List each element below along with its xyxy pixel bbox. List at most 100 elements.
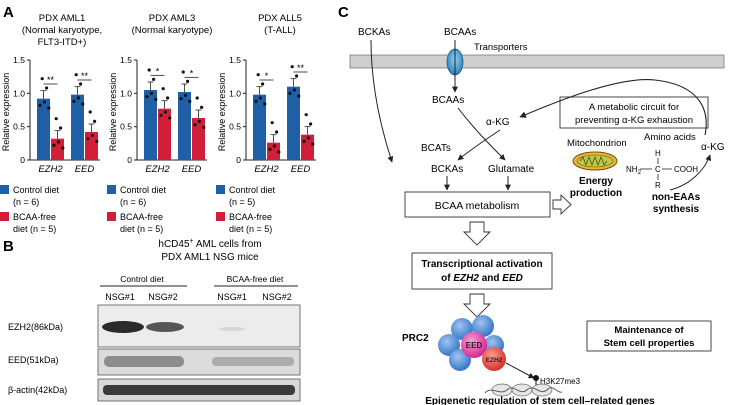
- legend-swatch-control: [107, 185, 116, 194]
- data-point: [59, 126, 63, 130]
- data-point: [272, 144, 276, 148]
- y-tick-label: 0.5: [120, 122, 132, 132]
- label-bcaas: BCAAs: [432, 95, 464, 106]
- bar: [178, 92, 191, 160]
- data-point: [152, 77, 156, 81]
- panel-a-letter: A: [3, 4, 14, 21]
- label-ezh2: EZH2: [486, 357, 503, 364]
- panel-c: C BCKAs BCAAs Transporters BCAAs α-KG BC…: [338, 4, 725, 405]
- data-point: [38, 103, 42, 107]
- label-transcription-genes: of EZH2 and EED: [441, 273, 523, 284]
- arrow-to-akg: [669, 154, 712, 191]
- data-point: [52, 143, 56, 147]
- chart-title: (Normal karyotype,: [22, 25, 102, 36]
- legend-swatch-bcaa: [0, 212, 9, 221]
- data-point: [292, 88, 296, 92]
- label-energy: Energy: [579, 176, 613, 187]
- legend-label: diet (n = 5): [120, 224, 163, 234]
- significance-label: *: [156, 66, 160, 76]
- blot-group-control: Control diet: [120, 274, 164, 284]
- data-point: [72, 99, 76, 103]
- data-point: [40, 77, 44, 81]
- arrow-methylation: [505, 362, 535, 379]
- amino-acid-structure: H NH2 C COOH R: [626, 149, 698, 190]
- data-point: [79, 82, 83, 86]
- blot-group-bcaa: BCAA-free diet: [227, 274, 284, 284]
- data-point: [297, 94, 301, 98]
- data-point: [88, 110, 92, 114]
- blot-band: [103, 385, 295, 395]
- data-point: [159, 113, 163, 117]
- x-tick-label: EED: [291, 164, 311, 175]
- legend-swatch-control: [216, 185, 225, 194]
- bar: [192, 118, 205, 160]
- data-point: [258, 96, 262, 100]
- x-tick-label: EZH2: [254, 164, 279, 175]
- bar: [158, 108, 171, 160]
- data-point: [290, 65, 294, 69]
- legend-swatch-bcaa: [216, 212, 225, 221]
- label-h3k27me3: H3K27me3: [540, 377, 581, 386]
- label-bckas: BCKAs: [431, 164, 463, 175]
- data-point: [154, 97, 158, 101]
- data-point: [149, 91, 153, 95]
- chart-title: (T-ALL): [264, 25, 296, 36]
- data-point: [183, 93, 187, 97]
- y-tick-label: 0.5: [229, 122, 241, 132]
- data-point: [311, 142, 315, 146]
- bar: [71, 94, 84, 160]
- svg-text:C: C: [655, 165, 661, 174]
- y-tick-label: 1.5: [120, 55, 132, 65]
- data-point: [277, 150, 281, 154]
- hollow-arrow-down: [462, 293, 492, 318]
- legend-label: Control diet: [13, 185, 60, 195]
- hollow-arrow-right: [552, 193, 572, 216]
- chart-title: (Normal karyotype): [132, 25, 213, 36]
- y-axis-label: Relative expression: [108, 73, 118, 152]
- legend-label: (n = 5): [229, 197, 255, 207]
- blot-title-line1: hCD45+ AML cells from: [158, 238, 261, 250]
- blot-band: [146, 322, 184, 332]
- lane-label: NSG#1: [217, 292, 247, 302]
- data-point: [202, 125, 206, 129]
- label-epigenetic: Epigenetic regulation of stem cell–relat…: [425, 396, 655, 405]
- label-glutamate: Glutamate: [488, 164, 535, 175]
- data-point: [195, 96, 199, 100]
- blot-row-label: β-actin(42kDa): [8, 385, 67, 395]
- significance-label: **: [81, 71, 89, 81]
- x-tick-label: EED: [75, 164, 95, 175]
- data-point: [166, 96, 170, 100]
- data-point: [295, 74, 299, 78]
- data-point: [263, 102, 267, 106]
- y-tick-label: 1.0: [229, 88, 241, 98]
- metabolic-circuit-box: [559, 96, 709, 129]
- label-akg: α-KG: [486, 117, 510, 128]
- data-point: [288, 91, 292, 95]
- y-tick-label: 0: [20, 155, 25, 165]
- legend-label: diet (n = 5): [13, 224, 56, 234]
- y-tick-label: 1.5: [229, 55, 241, 65]
- data-point: [186, 79, 190, 83]
- blot-band: [212, 357, 294, 366]
- blot-row-label: EED(51kDa): [8, 355, 59, 365]
- legend-label: BCAA-free: [120, 212, 163, 222]
- legend-swatch-control: [0, 185, 9, 194]
- bcaa-metabolism-box: [404, 191, 551, 218]
- bar: [144, 90, 157, 160]
- blot-band: [102, 321, 144, 333]
- data-point: [181, 70, 185, 74]
- data-point: [145, 95, 149, 99]
- y-tick-label: 0: [236, 155, 241, 165]
- bar: [287, 86, 300, 160]
- label-maintenance: Stem cell properties: [604, 338, 695, 349]
- chart-title: PDX AML3: [149, 13, 195, 24]
- label-prc2: PRC2: [402, 333, 429, 344]
- chart-title: PDX ALL5: [258, 13, 302, 24]
- data-point: [76, 96, 80, 100]
- legend-label: diet (n = 5): [229, 224, 272, 234]
- label-noneaas: synthesis: [653, 204, 700, 215]
- svg-text:H: H: [655, 149, 661, 158]
- data-point: [61, 146, 65, 150]
- data-point: [306, 136, 310, 140]
- label-bckas-top: BCKAs: [358, 27, 390, 38]
